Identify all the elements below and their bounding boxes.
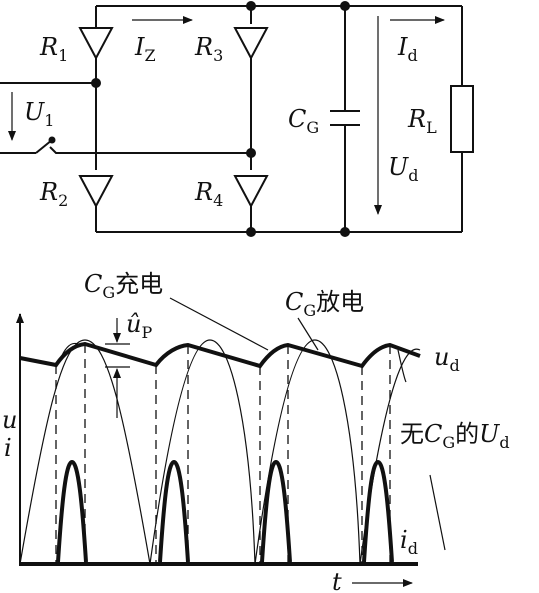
junction-dot <box>91 78 101 88</box>
label-iz: IZ <box>134 33 156 65</box>
label-cg-charge: CG充电 <box>84 270 163 302</box>
axis-label-i: i <box>4 434 12 462</box>
discharge-leader <box>297 317 319 351</box>
bridge-circuit: R1 R2 R3 R4 IZ Id U1 CG RL Ud <box>0 1 474 237</box>
diode-r2 <box>78 170 114 209</box>
no-cg-ud-curve <box>397 349 446 551</box>
waveform-plot: CG充电 CG放电 ûP ud 无CG的Ud id u i t <box>2 270 510 593</box>
junction-dot <box>246 148 256 158</box>
label-u1: U1 <box>24 98 54 130</box>
label-id: Id <box>397 33 418 65</box>
junction-dot <box>246 1 256 11</box>
label-no-cg-ud: 无CG的Ud <box>400 420 510 452</box>
ud-ripple <box>19 341 421 369</box>
id-pulse <box>158 459 190 563</box>
axis-label-t: t <box>332 568 342 593</box>
label-ripple: ûP <box>126 310 152 342</box>
label-ud-wave: ud <box>434 343 460 375</box>
label-cg-discharge: CG放电 <box>285 288 364 320</box>
capacitor-cg <box>330 110 360 126</box>
switch-pivot <box>48 136 56 144</box>
diode-r4 <box>233 170 269 209</box>
label-rl: RL <box>407 105 437 137</box>
id-pulse <box>260 459 292 563</box>
label-r3: R3 <box>194 33 223 65</box>
junction-dot <box>340 227 350 237</box>
diode-r3 <box>233 24 269 61</box>
label-r2: R2 <box>39 178 68 210</box>
label-r4: R4 <box>194 178 223 210</box>
label-cg: CG <box>288 105 319 137</box>
id-pulse <box>56 459 88 563</box>
diode-r1 <box>78 20 114 61</box>
junction-dot <box>246 227 256 237</box>
rectified-sine <box>19 339 421 565</box>
junction-dot <box>340 1 350 11</box>
load-resistor-rl <box>450 85 474 153</box>
label-id-wave: id <box>400 526 418 558</box>
label-r1: R1 <box>39 33 68 65</box>
label-ud: Ud <box>388 153 418 185</box>
input-bottom-wire <box>0 146 251 154</box>
id-pulse <box>362 459 394 563</box>
charge-leader <box>169 297 269 351</box>
axis-label-u: u <box>2 406 17 434</box>
